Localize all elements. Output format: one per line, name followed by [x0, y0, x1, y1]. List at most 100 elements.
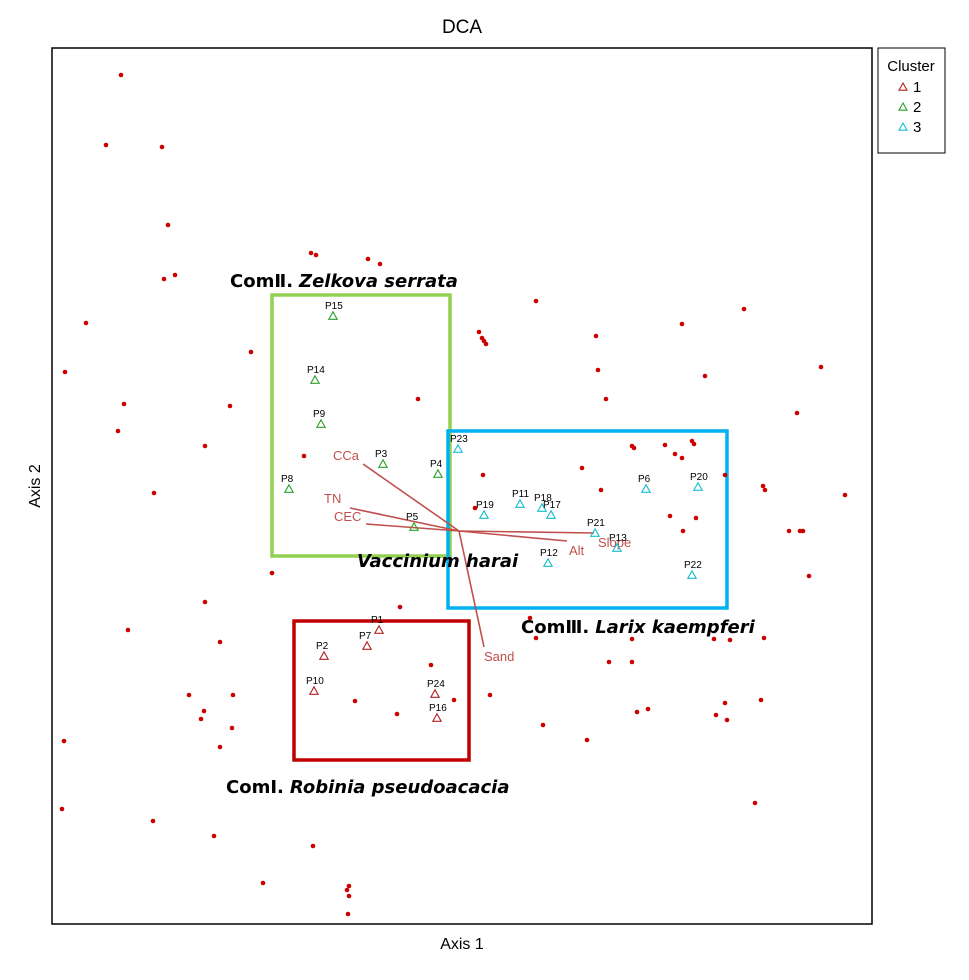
species-point	[472, 505, 478, 511]
species-point	[202, 443, 208, 449]
species-point	[760, 483, 766, 489]
species-point	[634, 709, 640, 715]
plot-label-p7: P7	[359, 631, 372, 642]
plot-area	[51, 47, 873, 925]
species-point	[365, 256, 371, 262]
species-point	[680, 528, 686, 534]
species-point	[584, 737, 590, 743]
species-point	[593, 333, 599, 339]
species-point	[645, 706, 651, 712]
plot-label-p9: P9	[313, 409, 326, 420]
species-point	[186, 692, 192, 698]
plot-marker-p21	[589, 527, 601, 537]
species-point	[201, 708, 207, 714]
species-point	[711, 636, 717, 642]
species-point	[202, 599, 208, 605]
plot-marker-p20	[692, 481, 704, 491]
species-point	[61, 738, 67, 744]
species-point	[260, 880, 266, 886]
legend-label-1: 1	[913, 79, 921, 96]
species-point	[527, 615, 533, 621]
species-point	[217, 744, 223, 750]
species-point	[301, 453, 307, 459]
species-point	[352, 698, 358, 704]
plot-marker-p6	[640, 483, 652, 493]
plot-label-p13: P13	[609, 533, 627, 544]
com1-prefix: ComⅠ.	[226, 777, 284, 798]
species-point	[172, 272, 178, 278]
com3-species: Larix kaempferi	[595, 617, 755, 638]
plot-label-p24: P24	[427, 679, 445, 690]
plot-label-p3: P3	[375, 449, 388, 460]
species-point	[346, 883, 352, 889]
vector-label-alt: Alt	[569, 543, 585, 558]
plot-label-p14: P14	[307, 365, 325, 376]
vector-alt	[458, 530, 568, 542]
species-point	[227, 403, 233, 409]
legend-marker-1	[898, 81, 908, 91]
vector-cca	[362, 463, 460, 532]
plot-marker-p1	[373, 624, 385, 634]
plot-marker-p18	[536, 502, 548, 512]
species-point	[161, 276, 167, 282]
species-point	[691, 441, 697, 447]
plot-label-p1: P1	[371, 615, 384, 626]
plot-marker-p9	[315, 418, 327, 428]
species-point	[761, 635, 767, 641]
com2-label: ComⅡ.Zelkova serrata	[230, 271, 458, 292]
com1-label: ComⅠ. Robinia pseudoacacia	[226, 777, 509, 798]
species-point	[198, 716, 204, 722]
plot-marker-p17	[545, 509, 557, 519]
species-point	[415, 396, 421, 402]
vector-label-tn: TN	[324, 491, 341, 506]
species-point	[230, 692, 236, 698]
plot-marker-p3	[377, 458, 389, 468]
species-point	[533, 635, 539, 641]
species-point	[121, 401, 127, 407]
plot-marker-p2	[318, 650, 330, 660]
vector-label-cec: CEC	[334, 509, 361, 524]
species-point	[679, 455, 685, 461]
species-point	[150, 818, 156, 824]
vector-label-sand: Sand	[484, 649, 514, 664]
species-point	[631, 445, 637, 451]
species-point	[667, 513, 673, 519]
com2-box	[270, 293, 452, 558]
species-point	[724, 717, 730, 723]
species-point	[480, 472, 486, 478]
species-point	[313, 252, 319, 258]
plot-marker-p15	[327, 310, 339, 320]
species-point	[595, 367, 601, 373]
legend-box	[877, 47, 946, 154]
species-point	[394, 711, 400, 717]
plot-label-p17: P17	[543, 500, 561, 511]
plot-label-p11: P11	[512, 489, 529, 500]
species-point	[451, 697, 457, 703]
species-point	[151, 490, 157, 496]
species-point	[752, 800, 758, 806]
com1-species: Robinia pseudoacacia	[290, 777, 510, 798]
com2-species: Zelkova serrata	[298, 271, 458, 292]
vector-slope	[458, 530, 595, 534]
plot-marker-p8	[283, 483, 295, 493]
species-point	[741, 306, 747, 312]
species-point	[269, 570, 275, 576]
species-point	[800, 528, 806, 534]
plot-label-p6: P6	[638, 474, 651, 485]
species-point	[786, 528, 792, 534]
plot-marker-p13	[611, 542, 623, 552]
vector-tn	[349, 507, 460, 532]
chart-title: DCA	[442, 17, 482, 38]
species-point	[165, 222, 171, 228]
vector-sand	[458, 530, 485, 648]
com3-label: ComⅢ.Larix kaempferi	[521, 617, 756, 638]
species-point	[629, 659, 635, 665]
species-point	[842, 492, 848, 498]
plot-label-p4: P4	[430, 459, 443, 470]
species-point	[159, 144, 165, 150]
plot-label-p2: P2	[316, 641, 329, 652]
species-point	[606, 659, 612, 665]
